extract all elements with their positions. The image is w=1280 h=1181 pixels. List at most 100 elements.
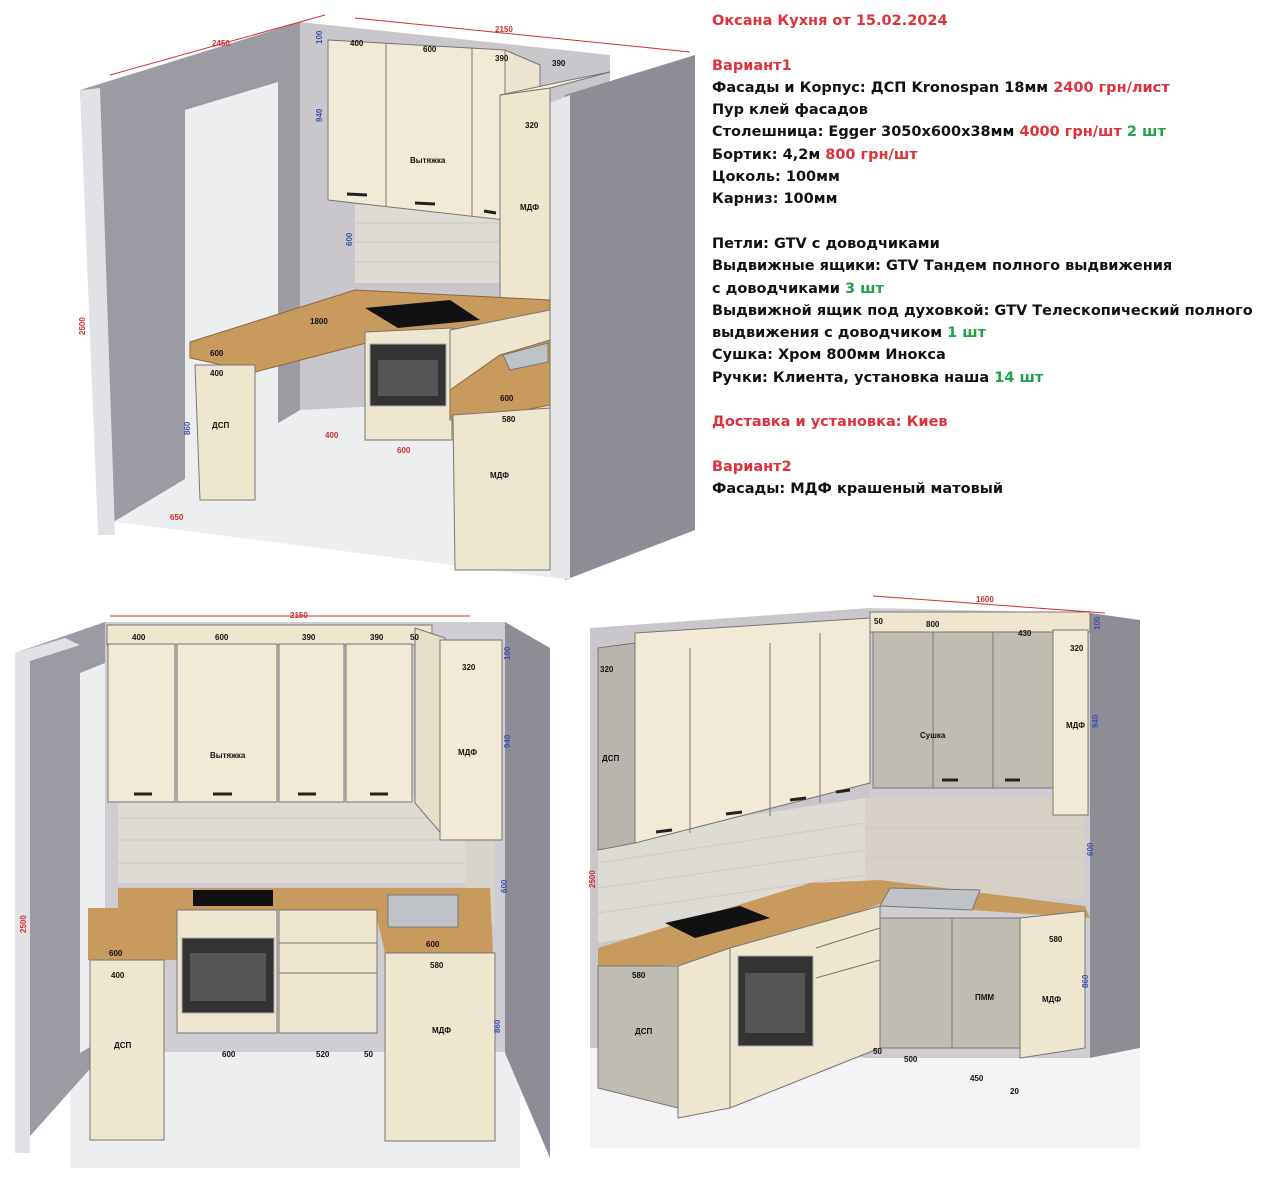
spec-line: Бортик: 4,2м 800 грн/шт xyxy=(712,144,1272,166)
spec-line-part: выдвижения с доводчиком xyxy=(712,325,948,342)
dim-390a: 390 xyxy=(495,54,509,63)
variant2-line: Фасады: МДФ крашеный матовый xyxy=(712,481,1004,498)
spec-line-part: Столешница: Egger 3050x600x38мм xyxy=(712,124,1020,141)
dim-320-right: 320 xyxy=(1070,644,1084,653)
kitchen-render-front: 2150 400 600 390 390 50 100 320 940 600 … xyxy=(15,611,550,1168)
dim-400-bottom: 400 xyxy=(325,431,339,440)
dim-600-bottom: 600 xyxy=(222,1050,236,1059)
dim-390b: 390 xyxy=(370,633,384,642)
dim-400-left: 400 xyxy=(210,369,224,378)
dim-1800: 1800 xyxy=(310,317,328,326)
dim-600-vertical: 600 xyxy=(1086,842,1095,856)
spec-line: Выдвижные ящики: GTV Тандем полного выдв… xyxy=(712,255,1272,277)
dim-2150: 2150 xyxy=(290,611,308,620)
dim-600-vertical: 600 xyxy=(500,879,509,893)
spec-line: выдвижения с доводчиком 1 шт xyxy=(712,322,1272,344)
dim-100: 100 xyxy=(503,646,512,660)
dim-100: 100 xyxy=(315,30,324,44)
spec-line: Выдвижной ящик под духовкой: GTV Телеско… xyxy=(712,300,1272,322)
dim-600-right: 600 xyxy=(500,394,514,403)
dim-2500: 2500 xyxy=(588,870,597,888)
dim-320: 320 xyxy=(462,663,476,672)
label-dsp: ДСП xyxy=(114,1041,131,1050)
dim-100: 100 xyxy=(1093,616,1102,630)
label-mdf-upper: МДФ xyxy=(458,748,477,757)
label-dsp: ДСП xyxy=(212,421,229,430)
spec-line-part: Фасады и Корпус: ДСП Kronospan 18мм xyxy=(712,79,1054,96)
spec-line-part: Карниз: 100мм xyxy=(712,191,838,208)
dim-600-top: 600 xyxy=(215,633,229,642)
dim-600-left: 600 xyxy=(210,349,224,358)
kitchen-render-corner: 1600 50 800 430 100 320 320 940 2500 600… xyxy=(588,595,1140,1148)
dim-940: 940 xyxy=(315,108,324,122)
label-mdf-base: МДФ xyxy=(490,471,509,480)
dim-1600: 1600 xyxy=(976,595,994,604)
spec-line-part: 2400 грн/лист xyxy=(1053,79,1170,96)
spec-line-part: 2 шт xyxy=(1126,124,1166,141)
label-hood: Вытяжка xyxy=(410,156,446,165)
label-mdf-lower: МДФ xyxy=(432,1026,451,1035)
dim-430: 430 xyxy=(1018,629,1032,638)
spec-title: Оксана Кухня от 15.02.2024 xyxy=(712,13,948,29)
label-mdf-lower: МДФ xyxy=(1042,995,1061,1004)
label-hood: Вытяжка xyxy=(210,751,246,760)
delivery-line: Доставка и установка: Киев xyxy=(712,414,948,431)
dim-600-vertical: 600 xyxy=(345,232,354,246)
dim-800: 800 xyxy=(926,620,940,629)
spec-line-part: 14 шт xyxy=(994,369,1044,386)
dim-2450: 2450 xyxy=(212,39,230,48)
dim-500: 500 xyxy=(904,1055,918,1064)
spec-line: Столешница: Egger 3050x600x38мм 4000 грн… xyxy=(712,121,1272,143)
dim-20: 20 xyxy=(1010,1087,1019,1096)
dim-860: 860 xyxy=(1081,974,1090,988)
spec-line-part: 4000 грн/шт xyxy=(1019,124,1122,141)
variant2-title: Вариант2 xyxy=(712,458,792,475)
dim-2500: 2500 xyxy=(78,317,87,335)
dim-860: 860 xyxy=(183,421,192,435)
spec-line-part: 800 грн/шт xyxy=(825,146,918,163)
spec-line-part: 3 шт xyxy=(844,280,884,297)
dim-600-left: 600 xyxy=(109,949,123,958)
spec-line: Карниз: 100мм xyxy=(712,188,1272,210)
dim-600: 600 xyxy=(423,45,437,54)
label-dsp-upper: ДСП xyxy=(602,754,619,763)
dim-580-left: 580 xyxy=(632,971,646,980)
spec-line: Фасады и Корпус: ДСП Kronospan 18мм 2400… xyxy=(712,77,1272,99)
variant1-title: Вариант1 xyxy=(712,57,792,74)
label-dryer: Сушка xyxy=(920,731,946,740)
label-pmm: ПММ xyxy=(975,993,994,1002)
dim-580: 580 xyxy=(430,961,444,970)
dim-320: 320 xyxy=(525,121,539,130)
dim-940: 940 xyxy=(503,734,512,748)
dim-600-bottom: 600 xyxy=(397,446,411,455)
spec-text: Оксана Кухня от 15.02.2024 Вариант1 Фаса… xyxy=(712,10,1272,501)
spec-line: Ручки: Клиента, установка наша 14 шт xyxy=(712,367,1272,389)
spec-line-part: Выдвижной ящик под духовкой: GTV Телеско… xyxy=(712,302,1253,319)
dim-400-top: 400 xyxy=(132,633,146,642)
spec-line-part: 1 шт xyxy=(947,325,987,342)
label-dsp-lower: ДСП xyxy=(635,1027,652,1036)
dim-390b: 390 xyxy=(552,59,566,68)
dim-50-top: 50 xyxy=(410,633,419,642)
dim-650: 650 xyxy=(170,513,184,522)
dim-580: 580 xyxy=(502,415,516,424)
spec-line: Сушка: Хром 800мм Инокса xyxy=(712,344,1272,366)
spec-line-part: Бортик: 4,2м xyxy=(712,146,826,163)
dim-450: 450 xyxy=(970,1074,984,1083)
spec-line-part: Пур клей фасадов xyxy=(712,102,868,119)
dim-580-right: 580 xyxy=(1049,935,1063,944)
spec-line: с доводчиками 3 шт xyxy=(712,278,1272,300)
spec-line-part: с доводчиками xyxy=(712,280,845,297)
dim-50-bottom: 50 xyxy=(873,1047,882,1056)
spec-line-part: Петли: GTV с доводчиками xyxy=(712,235,940,252)
kitchen-render-perspective: 2450 2150 400 600 390 390 100 940 320 60… xyxy=(78,14,695,580)
dim-400: 400 xyxy=(350,39,364,48)
dim-50-bottom: 50 xyxy=(364,1050,373,1059)
label-mdf-column: МДФ xyxy=(520,203,539,212)
label-mdf-upper: МДФ xyxy=(1066,721,1085,730)
spec-line: Цоколь: 100мм xyxy=(712,166,1272,188)
dim-520: 520 xyxy=(316,1050,330,1059)
spec-line-part: Сушка: Хром 800мм Инокса xyxy=(712,347,946,364)
dim-2150: 2150 xyxy=(495,25,513,34)
dim-390a: 390 xyxy=(302,633,316,642)
